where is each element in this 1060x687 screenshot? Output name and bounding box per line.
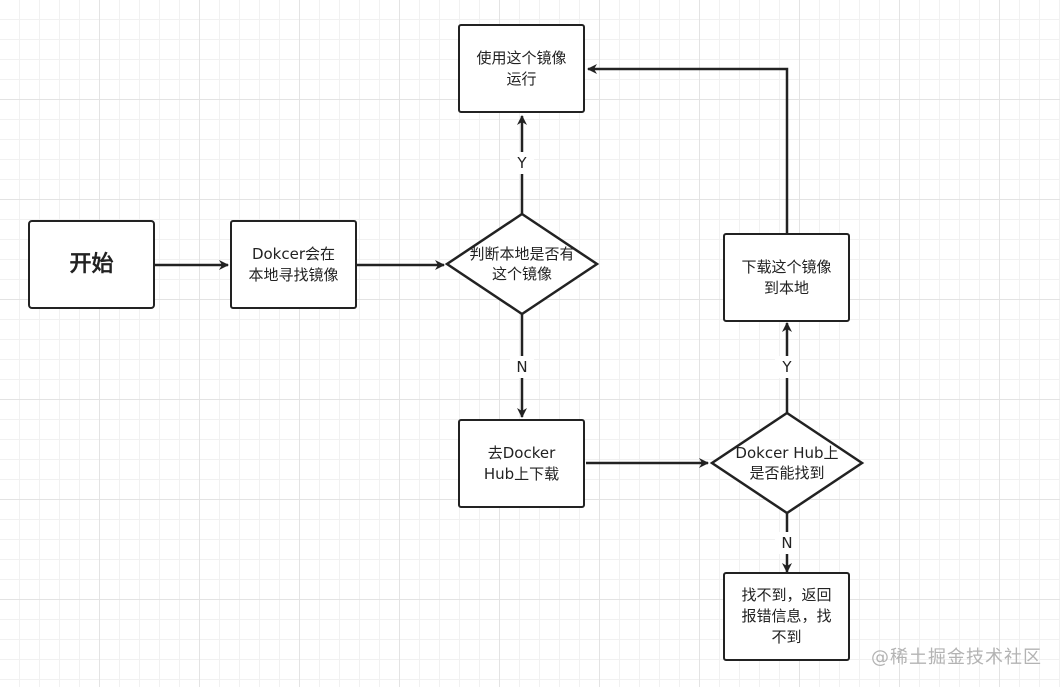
edge-label-hub-yes: Y xyxy=(775,356,799,378)
use-image-node: 使用这个镜像 运行 xyxy=(458,24,585,113)
check-hub-node: Dokcer Hub上 是否能找到 xyxy=(712,413,862,513)
edge-download-to-use xyxy=(587,64,789,234)
decision-diamond-local xyxy=(444,212,600,316)
check-local-label: 判断本地是否有 这个镜像 xyxy=(469,245,575,283)
edge-label-hub-no: N xyxy=(775,532,799,554)
pull-hub-label: 去Docker Hub上下载 xyxy=(483,443,560,483)
download-local-label: 下载这个镜像 到本地 xyxy=(741,257,832,297)
search-local-node: Dokcer会在 本地寻找镜像 xyxy=(230,220,357,309)
not-found-label: 找不到，返回 报错信息，找 不到 xyxy=(741,586,832,646)
watermark-text: @稀土掘金技术社区 xyxy=(871,647,1042,668)
not-found-node: 找不到，返回 报错信息，找 不到 xyxy=(723,572,850,661)
decision-diamond-hub xyxy=(709,411,865,515)
use-image-label: 使用这个镜像 运行 xyxy=(476,48,567,88)
start-node-label: 开始 xyxy=(69,252,114,277)
check-local-node: 判断本地是否有 这个镜像 xyxy=(447,214,597,314)
pull-hub-node: 去Docker Hub上下载 xyxy=(458,419,585,508)
edge-label-local-no: N xyxy=(510,356,534,378)
search-local-label: Dokcer会在 本地寻找镜像 xyxy=(248,244,339,284)
check-hub-label: Dokcer Hub上 是否能找到 xyxy=(735,444,839,482)
edge-label-local-yes: Y xyxy=(510,152,534,174)
download-local-node: 下载这个镜像 到本地 xyxy=(723,233,850,322)
start-node: 开始 xyxy=(28,220,155,309)
